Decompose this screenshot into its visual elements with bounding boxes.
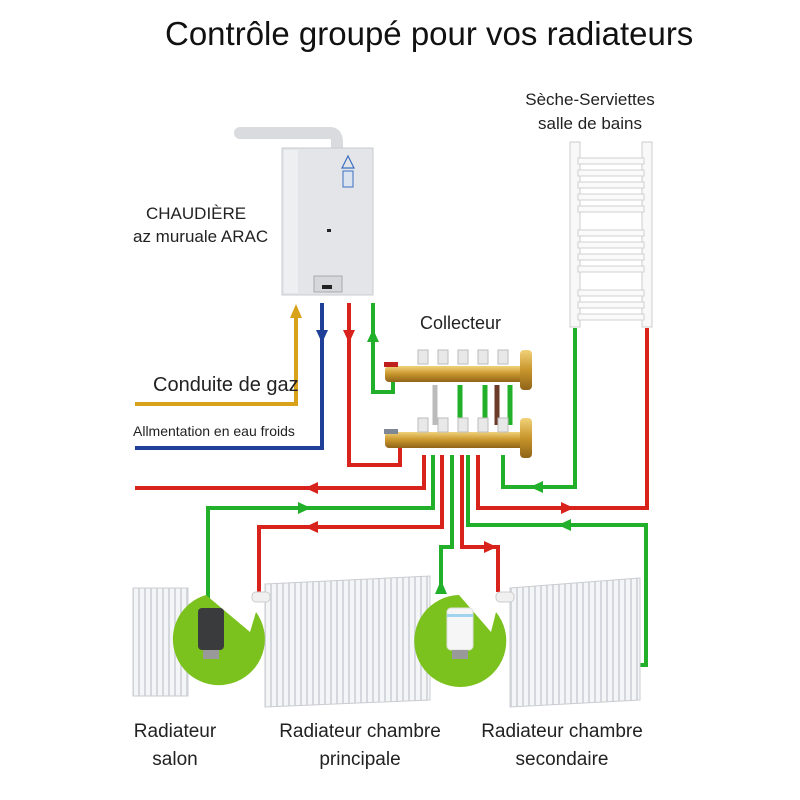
salon-return-pipe (206, 455, 435, 655)
smart-thermostat-dark (172, 595, 265, 686)
gas-pipe (135, 312, 298, 406)
flow-arrows (290, 304, 574, 594)
secondary-return-pipe (466, 455, 648, 667)
radiator-salon-label-line2: salon (152, 749, 198, 770)
boiler (234, 127, 374, 296)
towel-rail-label-line1: Sèche-Serviettes (525, 90, 655, 109)
collector-manifold (384, 349, 532, 458)
towel-rail-label-line2: salle de bains (538, 114, 642, 133)
salon-flow-pipe (135, 455, 426, 490)
smart-thermostat-white (414, 595, 507, 687)
radiator-secondary-label-line2: secondaire (515, 749, 609, 770)
main-flow-pipe (257, 455, 444, 592)
secondary-flow-pipe (460, 455, 500, 592)
main-return-pipe (439, 455, 454, 590)
boiler-flow-pipe (347, 303, 402, 467)
boiler-label-line1: CHAUDIÈRE (146, 204, 247, 223)
radiator-secondary-label: Radiateur chambre secondaire (462, 718, 662, 774)
radiator-salon-label: Radiateur salon (120, 718, 230, 774)
water-supply-label: Allmentation en eau froids (133, 423, 295, 439)
radiator-main-label-line1: Radiateur chambre (279, 721, 441, 742)
radiator-main-label-line2: principale (319, 749, 401, 770)
towel-return-pipe (501, 328, 577, 489)
radiator-secondary (495, 577, 641, 708)
towel-rail-label: Sèche-Serviettes salle de bains (500, 88, 680, 136)
cold-water-pipe (135, 303, 324, 450)
collector-label: Collecteur (420, 313, 502, 333)
boiler-return-pipe (371, 303, 395, 394)
warning-icon (341, 154, 355, 169)
radiator-salon-label-line1: Radiateur (133, 721, 217, 742)
gas-line-label: Conduite de gaz (153, 374, 299, 396)
towel-rail (569, 141, 653, 328)
radiator-secondary-label-line1: Radiateur chambre (481, 721, 643, 742)
radiator-main (251, 575, 431, 708)
radiator-main-label: Radiateur chambre principale (260, 718, 460, 774)
boiler-label-line2: az muruale ARAC (133, 227, 269, 246)
